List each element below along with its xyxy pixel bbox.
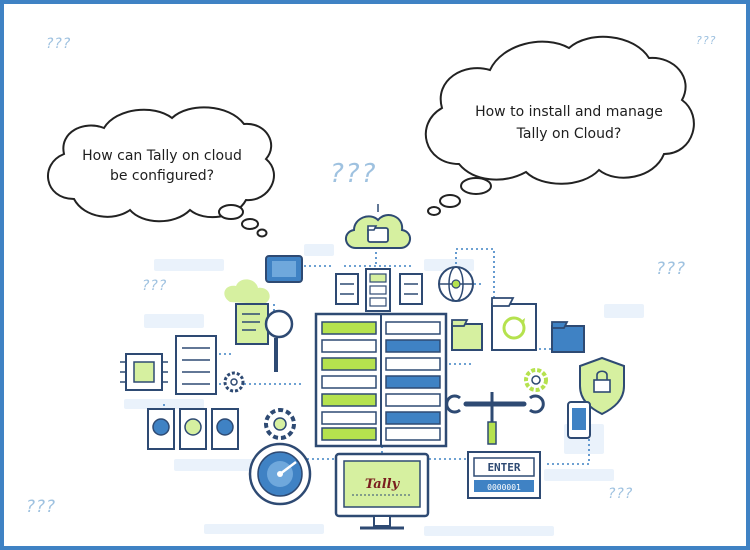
gauge-icon [248,442,312,506]
question-marks-center: ??? [330,159,377,189]
gear-icon-bottom [264,408,296,440]
bubble-right-line2: Tally on Cloud? [516,126,622,142]
shield-lock-icon [579,356,625,416]
question-marks-bottom-right: ??? [608,486,633,502]
enter-key-label: ENTER [487,461,520,474]
question-marks-right: ??? [656,259,686,279]
cloud-computing-illustration: ??? ??? ??? ??? ??? ??? ??? How can Tall… [26,34,717,536]
monitor-icon: Tally [334,452,430,530]
gear-icon-left [223,371,245,393]
server-icon-right [399,273,423,305]
sync-folder-icon [491,297,537,351]
question-marks-mid-left: ??? [142,278,167,294]
keyboard-key-icon: ENTER 0000001 [467,451,541,499]
question-marks-bottom-left: ??? [26,497,56,517]
folder-icon [451,319,483,351]
thought-bubble-left: How can Tally on cloud be configured? [47,106,275,238]
server-icon-left [335,273,359,305]
main-server-rack [314,312,448,448]
tally-logo-text: Tally [365,477,401,492]
bubble-left-line2: be configured? [110,168,214,184]
gear-icon-right [524,368,548,392]
folder-icon-blue [551,321,585,353]
hard-drive-icon [147,408,239,450]
thought-bubble-right: How to install and manage Tally on Cloud… [424,35,695,216]
question-marks-top-left: ??? [46,36,71,52]
question-marks-top-right: ??? [696,34,717,47]
wrench-screwdriver-icon [445,392,545,445]
bubble-right-line1: How to install and manage [475,104,663,120]
cloud-folder-icon [345,204,411,249]
globe-icon [438,266,474,302]
chip-icon [120,353,168,391]
magnifier-document-icon [224,279,294,372]
enter-key-code: 0000001 [487,483,521,492]
bubble-left-line1: How can Tally on cloud [82,148,242,164]
server-tower-icon [175,335,217,395]
phone-icon [567,401,591,439]
tablet-icon [265,255,303,283]
server-icon-center [365,268,391,312]
